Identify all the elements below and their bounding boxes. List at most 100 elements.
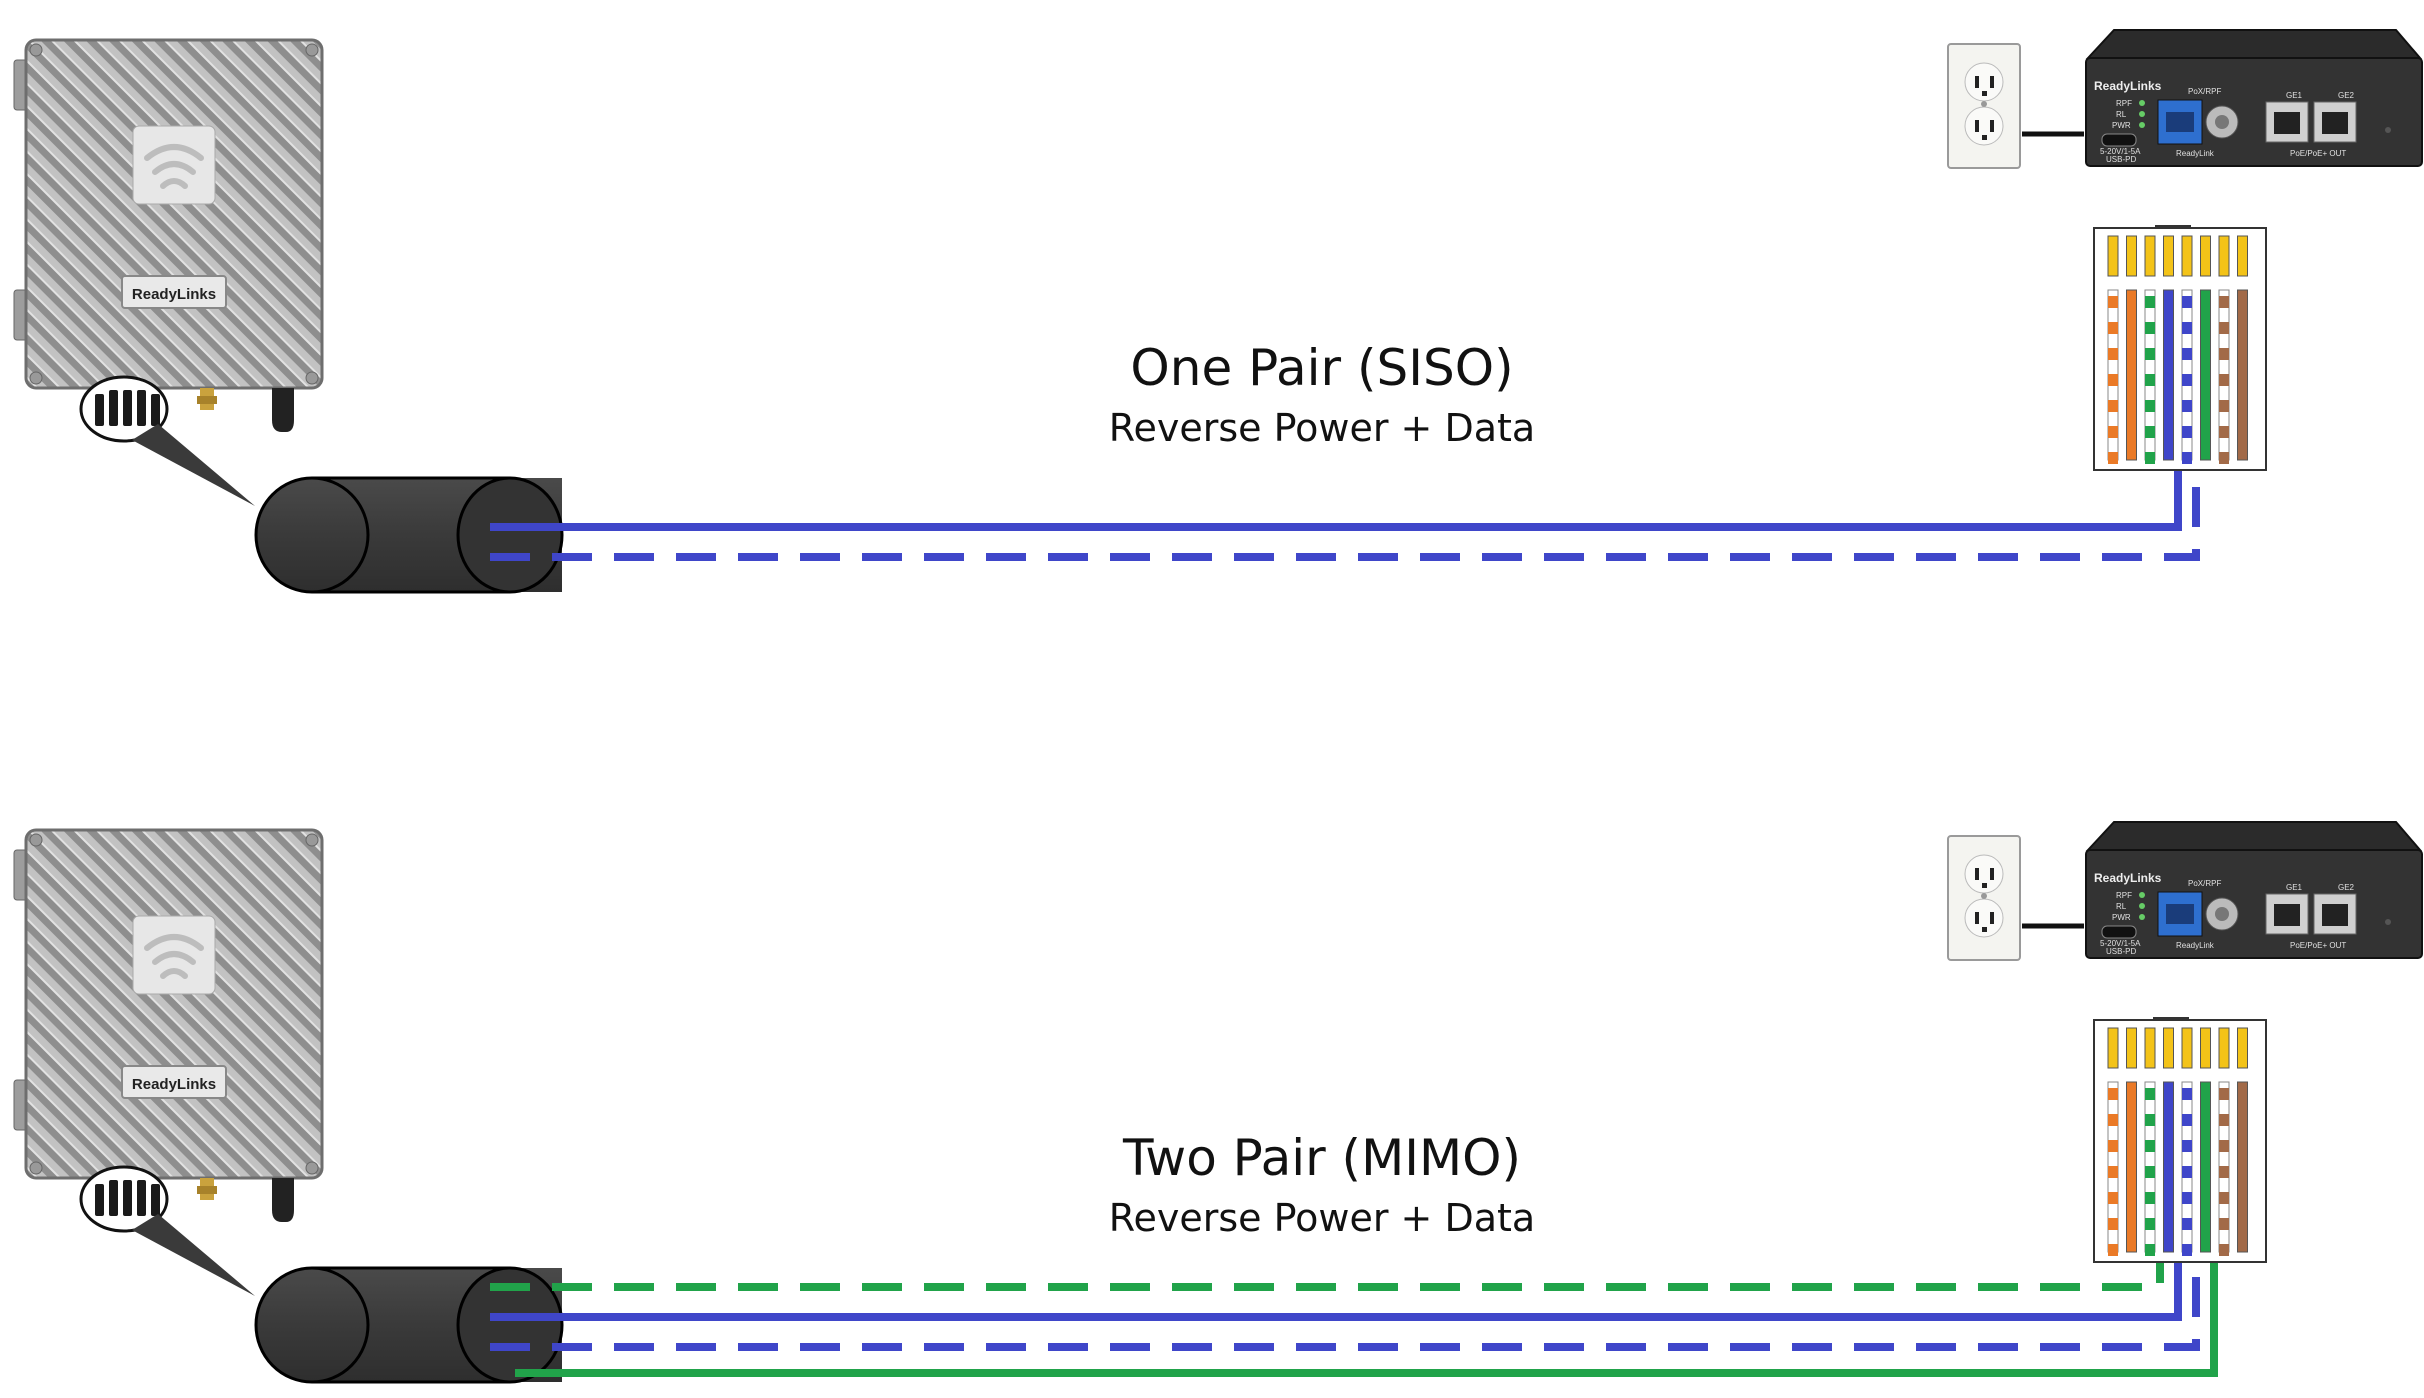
cable-body <box>254 1266 370 1384</box>
plug-pin <box>2181 235 2193 277</box>
plug-wire-stripe <box>2145 1114 2155 1126</box>
wall-outlet <box>1947 835 2084 961</box>
ap-brand-plate <box>121 275 227 309</box>
pair-wire <box>490 458 2200 561</box>
plug-pin <box>2237 235 2248 277</box>
wifi-icon <box>144 144 204 189</box>
usb-label: USB-PD <box>2106 947 2136 956</box>
plug-wire-stripe <box>2145 452 2155 464</box>
plug-pin <box>2126 1027 2137 1069</box>
plug-wire-stripe <box>2145 400 2155 412</box>
cable-end <box>254 476 564 594</box>
plug-wire-stripe <box>2219 374 2229 386</box>
cable-face <box>456 1266 564 1384</box>
ap-enclosure <box>24 828 324 1180</box>
poe-label: PoX/RPF <box>2188 879 2221 888</box>
plug-wire-stripe <box>2182 1218 2192 1230</box>
pair-wire <box>490 1250 2200 1351</box>
plug-wire-stripe <box>2108 1244 2118 1256</box>
ap-enclosure <box>24 38 324 390</box>
plug-pin <box>2144 235 2156 277</box>
plug-pin <box>2126 235 2137 277</box>
plug-wire-stripe <box>2219 1088 2229 1100</box>
plug-wire-stripe <box>2182 1114 2192 1126</box>
plug-wire-stripe <box>2182 1192 2192 1204</box>
plug-wire-stripe <box>2145 322 2155 334</box>
plug-wire <box>2200 289 2211 461</box>
plug-wire-stripe <box>2145 1166 2155 1178</box>
plug-wire-stripe <box>2182 1244 2192 1256</box>
plug-pin <box>2200 1027 2211 1069</box>
section-subtitle: Reverse Power + Data <box>1109 406 1535 450</box>
plug-wire-stripe <box>2108 374 2118 386</box>
plug-wire-stripe <box>2182 296 2192 308</box>
out-label: PoE/PoE+ OUT <box>2290 149 2346 158</box>
mimo-section: ReadyLinks Two Pair (MIMO) Reverse Power <box>13 821 2423 1384</box>
plug-wire-stripe <box>2182 400 2192 412</box>
plug-wire-stripe <box>2145 348 2155 360</box>
plug-pin <box>2107 235 2119 277</box>
hub-device: ReadyLinks RPF RL PWR 5-20V/1-5A USB-PD … <box>2085 29 2423 167</box>
plug-wire-stripe <box>2145 1218 2155 1230</box>
section-title: One Pair (SISO) <box>1130 339 1513 397</box>
plug-wire-stripe <box>2108 1192 2118 1204</box>
plug-wire-stripe <box>2182 426 2192 438</box>
led-label: RL <box>2116 902 2127 911</box>
plug-wire-stripe <box>2219 452 2229 464</box>
plug-pin <box>2200 235 2211 277</box>
hub-brand: ReadyLinks <box>2094 871 2162 885</box>
plug-pins <box>2107 1027 2248 1069</box>
ap-brand-plate <box>121 1065 227 1099</box>
plug-wire-stripe <box>2108 348 2118 360</box>
plug-wire-stripe <box>2145 426 2155 438</box>
plug-wire-colors <box>2107 1081 2248 1256</box>
plug-wire-stripe <box>2219 1166 2229 1178</box>
plug-wire-stripe <box>2108 296 2118 308</box>
power-port-label: 5-20V/1-5A <box>2100 939 2141 948</box>
plug-pin <box>2181 1027 2193 1069</box>
plug-wire-stripe <box>2145 374 2155 386</box>
section-title: Two Pair (MIMO) <box>1122 1129 1521 1187</box>
plug-wire <box>2126 1081 2137 1253</box>
pair-wires <box>490 1250 2218 1377</box>
ge1-label: GE1 <box>2286 91 2303 100</box>
cable-gland <box>272 1178 294 1222</box>
pair-wires <box>490 458 2200 561</box>
pair-wire <box>490 458 2182 531</box>
wifi-icon <box>144 934 204 979</box>
plug-pin <box>2163 235 2174 277</box>
magnifier-pointer <box>132 424 255 506</box>
hub-brand: ReadyLinks <box>2094 79 2162 93</box>
ap-brand: ReadyLinks <box>132 1076 216 1093</box>
led-label: RPF <box>2116 99 2132 108</box>
plug-wire-stripe <box>2219 1114 2229 1126</box>
access-point: ReadyLinks <box>13 828 324 1296</box>
plug-wire <box>2237 289 2248 461</box>
out-label: PoE/PoE+ OUT <box>2290 941 2346 950</box>
led-label: PWR <box>2112 913 2131 922</box>
readylink-port <box>2157 891 2203 937</box>
plug-wire <box>2163 1081 2174 1253</box>
ge2-label: GE2 <box>2338 883 2355 892</box>
plug-pin <box>2237 1027 2248 1069</box>
plug-wire-stripe <box>2108 400 2118 412</box>
plug-wire-stripe <box>2108 322 2118 334</box>
plug-wire-stripe <box>2182 322 2192 334</box>
ge1-port <box>2265 101 2309 143</box>
plug-pin <box>2163 1027 2174 1069</box>
plug-pin <box>2144 1027 2156 1069</box>
plug-wire-stripe <box>2219 1192 2229 1204</box>
plug-wire-stripe <box>2108 1166 2118 1178</box>
magnified-connectors <box>95 1180 160 1216</box>
plug-wire-stripe <box>2182 348 2192 360</box>
plug-wire-stripe <box>2108 452 2118 464</box>
wall-outlet <box>1947 43 2084 169</box>
plug-wire-stripe <box>2219 322 2229 334</box>
plug-wire-stripe <box>2219 400 2229 412</box>
cable-body <box>254 476 370 594</box>
power-port-label: 5-20V/1-5A <box>2100 147 2141 156</box>
magnifier-pointer <box>132 1214 255 1296</box>
plug-wire-stripe <box>2108 1114 2118 1126</box>
plug-wire-stripe <box>2108 426 2118 438</box>
